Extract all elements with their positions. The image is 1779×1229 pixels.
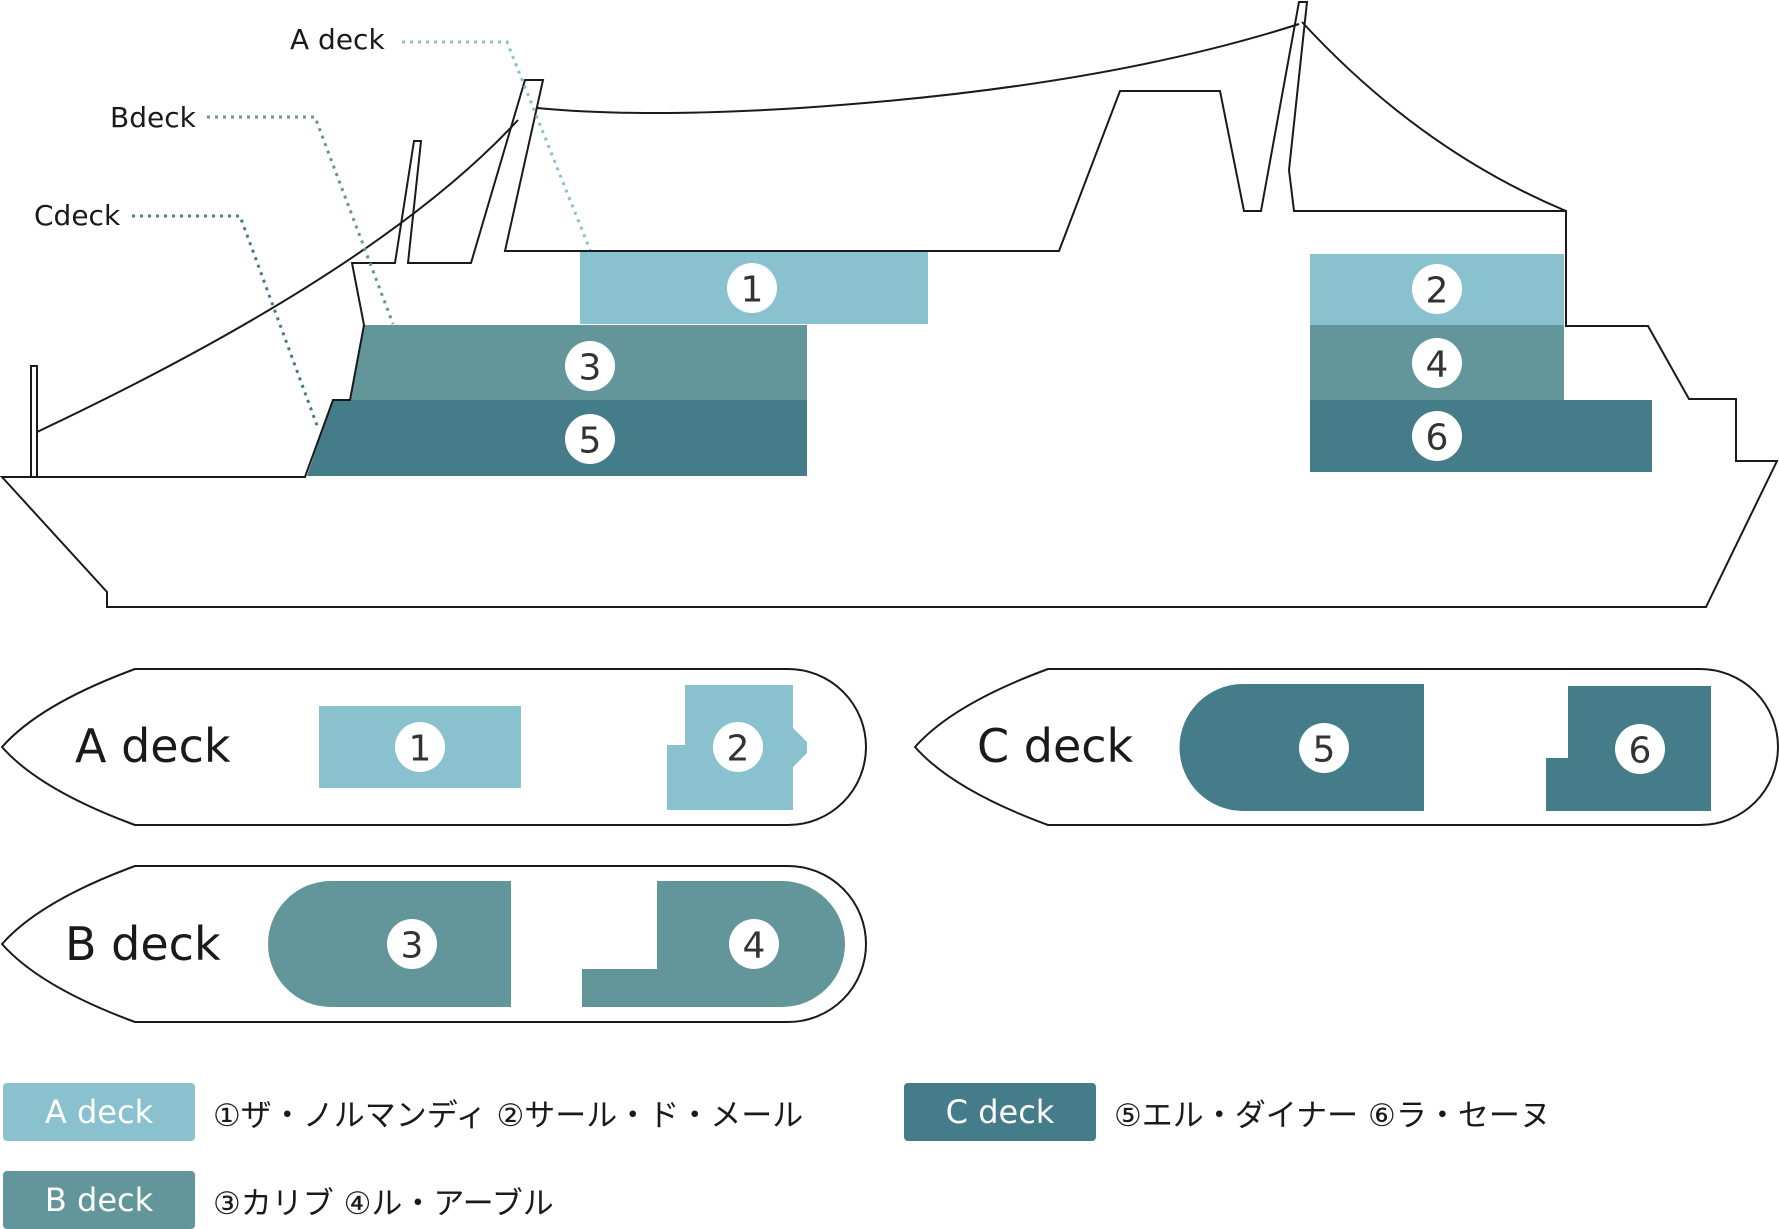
room-1-side-number: 1 <box>741 270 764 311</box>
legend-b-deck-badge-label: B deck <box>45 1181 154 1219</box>
ship-hull-outline <box>0 0 1779 608</box>
room-6-side-block <box>1310 400 1652 472</box>
room-2-side-marker <box>1412 264 1462 314</box>
room-6-plan-marker <box>1615 724 1665 774</box>
legend-c-deck-badge <box>904 1083 1096 1141</box>
legend-b-deck-badge <box>3 1171 195 1229</box>
room-1-plan-number: 1 <box>409 729 432 770</box>
legend-c-deck-badge-label: C deck <box>946 1093 1055 1131</box>
room-5-side-number: 5 <box>579 421 602 462</box>
room-3-plan-marker <box>387 919 437 969</box>
a-deck-plan-title: A deck <box>75 719 231 773</box>
a-deck-leader-line <box>402 40 592 251</box>
b-deck-leader-line <box>207 115 395 325</box>
room-5-plan-marker <box>1299 723 1349 773</box>
side-view-room-markers: 1 3 5 2 4 6 <box>565 263 1462 464</box>
a-deck-hull-outline <box>0 668 867 826</box>
bow-mast <box>30 365 38 477</box>
legend-a-deck-badge <box>3 1083 195 1141</box>
legend-b-deck-rooms: ③カリブ ④ル・アーブル <box>213 1186 554 1222</box>
ship-cabin-roof-line <box>536 23 1300 114</box>
a-deck-callout-label: A deck <box>290 23 385 56</box>
c-deck-hull-outline <box>913 668 1779 826</box>
room-4-plan-marker <box>729 919 779 969</box>
room-3-side-marker <box>565 341 615 391</box>
a-deck-plan: A deck 1 2 <box>0 668 867 826</box>
aft-rigging-line <box>1301 21 1567 212</box>
room-4-side-number: 4 <box>1426 345 1449 386</box>
c-deck-callout-label: Cdeck <box>34 199 121 232</box>
room-4-plan-number: 4 <box>743 926 766 967</box>
legend: A deck ①ザ・ノルマンディ ②サール・ド・メール C deck ⑤エル・ダ… <box>3 1083 1551 1229</box>
b-deck-hull-outline <box>0 865 867 1023</box>
room-4-side-marker <box>1412 338 1462 388</box>
b-deck-plan: B deck 3 4 <box>0 865 867 1023</box>
c-deck-plan-title: C deck <box>977 719 1134 773</box>
room-1-plan-marker <box>395 722 445 772</box>
room-2-plan-marker <box>713 722 763 772</box>
room-6-side-marker <box>1412 411 1462 461</box>
room-5-side-marker <box>565 414 615 464</box>
room-6-side-number: 6 <box>1426 418 1449 459</box>
ship-side-view <box>0 0 1779 608</box>
b-deck-plan-title: B deck <box>65 917 221 971</box>
room-3-plan-number: 3 <box>401 926 424 967</box>
room-6-plan-number: 6 <box>1629 731 1652 772</box>
room-2-plan-number: 2 <box>727 729 750 770</box>
room-5-side-block <box>307 400 807 476</box>
legend-a-deck-badge-label: A deck <box>45 1093 154 1131</box>
fore-rigging-line <box>36 119 519 433</box>
room-3-side-number: 3 <box>579 348 602 389</box>
room-4-plan-block <box>582 881 845 1007</box>
room-1-side-marker <box>727 263 777 313</box>
room-2-side-number: 2 <box>1426 271 1449 312</box>
legend-c-deck-rooms: ⑤エル・ダイナー ⑥ラ・セーヌ <box>1114 1098 1551 1134</box>
c-deck-leader-line <box>132 214 320 429</box>
room-5-plan-number: 5 <box>1313 730 1336 771</box>
deck-callouts: A deck Bdeck Cdeck <box>34 23 592 429</box>
b-deck-callout-label: Bdeck <box>110 101 197 134</box>
c-deck-plan: C deck 5 6 <box>913 668 1779 826</box>
legend-a-deck-rooms: ①ザ・ノルマンディ ②サール・ド・メール <box>213 1098 803 1134</box>
